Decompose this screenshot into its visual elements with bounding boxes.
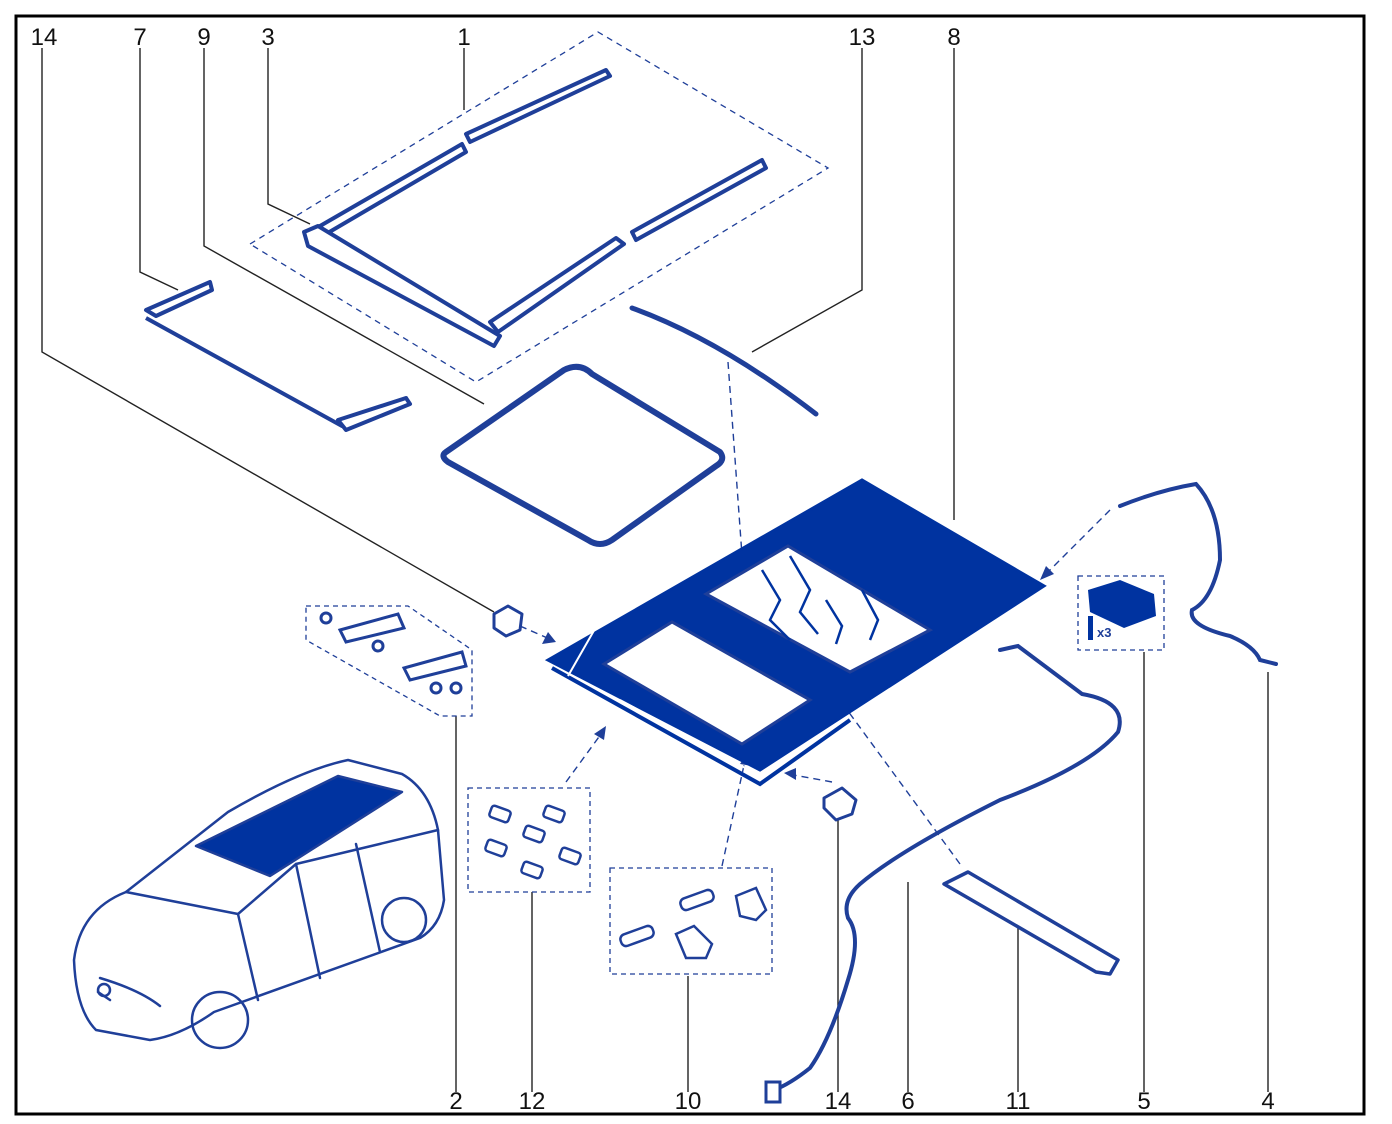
slider-pads-icon: [467, 787, 591, 893]
glass-seal-icon: [440, 363, 726, 547]
guide-rail-kit-icon: [305, 605, 473, 717]
callout-1: 1: [457, 24, 471, 51]
rear-seal-strip-icon: [629, 305, 819, 417]
vehicle-illustration-icon: [72, 758, 446, 1050]
wind-deflector-icon: [144, 280, 412, 432]
rear-cover-trim-icon: [942, 870, 1120, 976]
sunroof-trim-strips-icon: [248, 31, 830, 383]
diagram-border: [14, 14, 1366, 1116]
callout-14-top: 14: [30, 24, 58, 51]
callout-11: 11: [1005, 1088, 1031, 1115]
callout-9: 9: [197, 24, 211, 51]
callout-13: 13: [848, 24, 876, 51]
motor-unit-icon: [1077, 575, 1165, 651]
leader-lines: [41, 48, 1269, 1092]
callout-12: 12: [518, 1088, 546, 1115]
motor-kit-quantity: x3: [1097, 625, 1112, 640]
mounting-bracket-icon: [492, 604, 858, 822]
drain-hose-icon: [1118, 481, 1278, 666]
callout-4: 4: [1261, 1088, 1275, 1115]
callout-8: 8: [947, 24, 961, 51]
roof-frame-assembly-icon: [544, 478, 1047, 787]
callout-10: 10: [674, 1088, 702, 1115]
callout-6: 6: [901, 1088, 915, 1115]
callout-14-bottom: 14: [824, 1088, 852, 1115]
callout-3: 3: [261, 24, 275, 51]
bracket-kit-icon: [609, 867, 773, 975]
callout-2: 2: [449, 1088, 463, 1115]
callout-7: 7: [133, 24, 147, 51]
drive-cable-icon: [772, 643, 1122, 1092]
callout-5: 5: [1137, 1088, 1151, 1115]
